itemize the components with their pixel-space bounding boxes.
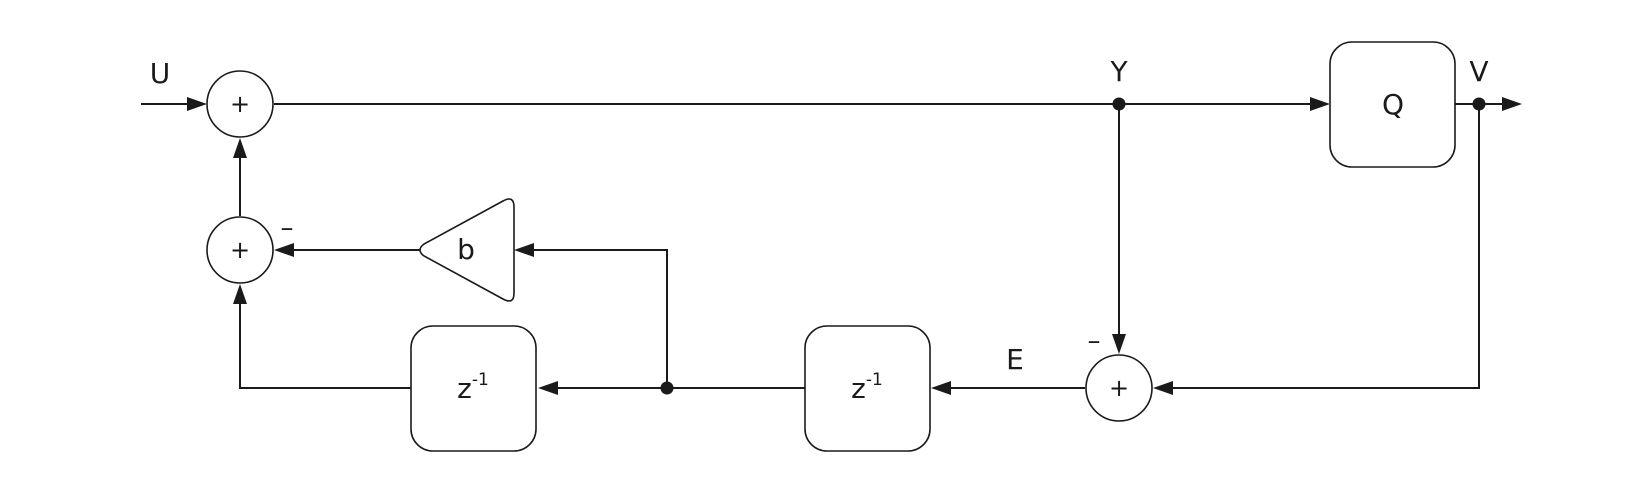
arrowhead-error-summer-right (1153, 381, 1173, 395)
delay-right-block: z-1 (804, 325, 931, 452)
junction-delay-branch (660, 381, 674, 395)
gain-block: b (419, 198, 515, 302)
delay-left-exponent: -1 (472, 370, 489, 390)
arrowhead-right-delay-input (931, 381, 951, 395)
delay-left-base: z (457, 372, 472, 405)
arrowhead-q-input (1310, 97, 1330, 111)
signal-label-y: Y (1109, 55, 1128, 88)
arrowhead-top-summer-input (187, 97, 207, 111)
junction-y (1112, 97, 1126, 111)
summer-middle: + (206, 216, 274, 284)
arrowhead-error-summer-top (1112, 334, 1126, 354)
delay-right-label: z-1 (851, 370, 883, 405)
middle-summer-minus-sign: – (281, 213, 294, 243)
arrowhead-output-v (1502, 97, 1522, 111)
summer-error-sign: + (1109, 374, 1129, 402)
summer-top: + (206, 70, 274, 138)
arrowhead-top-summer-bottom (233, 138, 247, 158)
delay-left-label: z-1 (457, 370, 489, 405)
quantizer-block: Q (1329, 41, 1456, 168)
signal-label-v: V (1469, 55, 1488, 88)
signal-label-u: U (150, 57, 171, 90)
gain-label: b (457, 233, 475, 266)
arrowhead-left-delay-input (538, 381, 558, 395)
wire-v-feedback (1170, 104, 1480, 389)
arrowhead-middle-summer-right (274, 243, 294, 257)
junction-v (1472, 97, 1486, 111)
signal-label-e: E (1006, 343, 1024, 376)
delay-right-base: z (851, 372, 866, 405)
quantizer-label: Q (1382, 88, 1404, 121)
delay-left-block: z-1 (410, 325, 537, 452)
summer-top-sign: + (230, 90, 250, 118)
error-summer-minus-sign: – (1088, 326, 1101, 356)
wire-left-delay-to-middle-summer (239, 302, 411, 389)
delay-right-exponent: -1 (866, 370, 883, 390)
summer-error: + (1085, 354, 1153, 422)
arrowhead-gain-input (514, 243, 534, 257)
wire-node-to-gain (532, 249, 668, 388)
arrowhead-middle-summer-bottom (233, 284, 247, 304)
summer-middle-sign: + (230, 236, 250, 264)
